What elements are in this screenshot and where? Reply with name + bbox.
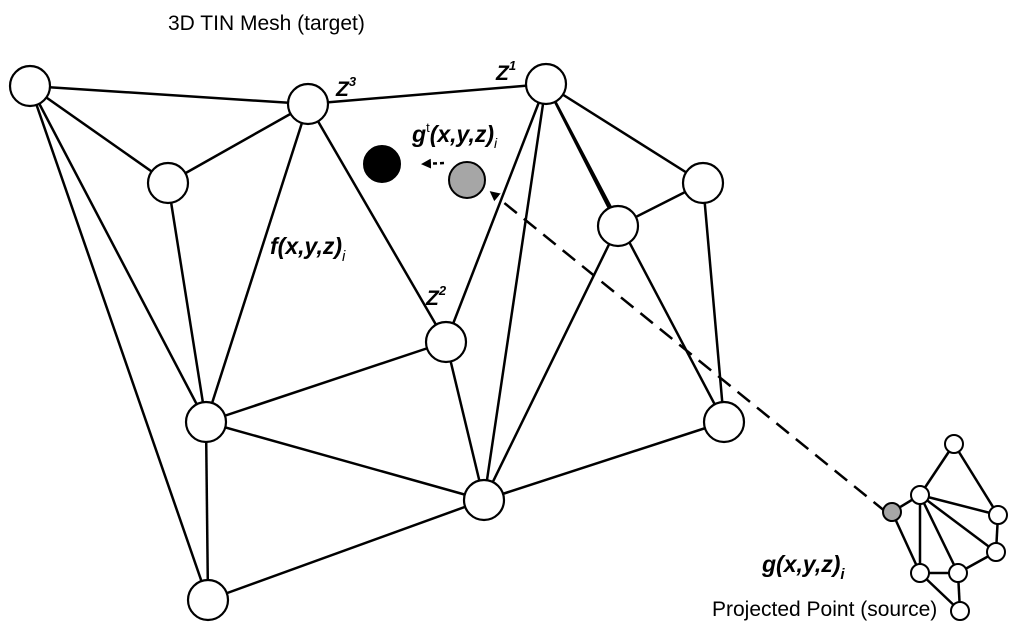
mesh-edge: [482, 225, 620, 501]
source-mesh-node: [950, 601, 970, 621]
projected-point: [448, 161, 486, 199]
mesh-edge: [205, 420, 485, 502]
mesh-edge: [307, 82, 547, 106]
source-mesh-edge: [918, 443, 956, 496]
mesh-nodes: [8, 62, 746, 622]
mesh-node: [596, 204, 640, 248]
mesh-edge: [28, 85, 210, 601]
source-mesh-node: [944, 434, 964, 454]
diagram-title: 3D TIN Mesh (target): [168, 12, 365, 35]
mesh-node: [681, 161, 725, 205]
source-mesh-edge: [890, 511, 922, 574]
source-mesh-edge: [919, 493, 999, 517]
source-mesh: [882, 434, 1008, 621]
z1-label: Z1: [495, 58, 516, 85]
mesh-edge: [29, 84, 169, 185]
mesh-node: [184, 400, 228, 444]
mesh-edge: [29, 84, 309, 106]
source-mesh-node: [986, 542, 1006, 562]
mesh-edge: [482, 83, 548, 501]
mesh-edge: [204, 103, 310, 423]
mesh-edge: [483, 420, 725, 502]
snap-arrow: [421, 158, 445, 169]
source-mesh-node: [988, 505, 1008, 525]
g-label: g(x,y,z)i: [761, 551, 845, 583]
gt-label: gt(x,y,z)i: [411, 120, 498, 151]
mesh-edges: [28, 82, 726, 602]
mesh-edge: [28, 85, 208, 423]
source-mesh-node: [910, 563, 930, 583]
mesh-node-z2: [424, 320, 468, 364]
mesh-edge: [204, 421, 210, 601]
mesh-edge: [205, 340, 447, 424]
z3-label: Z3: [335, 74, 357, 101]
source-mesh-edge: [918, 494, 960, 574]
z2-label: Z2: [425, 283, 447, 310]
mesh-edge: [167, 102, 309, 185]
mesh-node: [146, 161, 190, 205]
mesh-edge: [207, 498, 485, 602]
target-point: [363, 145, 401, 183]
mesh-node-z3: [286, 82, 330, 126]
mesh-edge: [701, 182, 726, 423]
mesh-node: [462, 478, 506, 522]
mesh-node: [702, 400, 746, 444]
source-mesh-node: [910, 485, 930, 505]
mesh-node-z1: [524, 62, 568, 106]
source-mesh-edge: [952, 443, 1000, 516]
projection-dashed-line: [489, 191, 887, 513]
mesh-edge: [166, 182, 208, 423]
mesh-node: [186, 578, 230, 622]
source-mesh-edges: [890, 443, 1000, 612]
source-mesh-edge: [919, 494, 997, 553]
mesh-edge: [444, 83, 548, 343]
mesh-edge: [544, 83, 726, 423]
source-point: [882, 502, 902, 522]
source-mesh-node: [948, 563, 968, 583]
mesh-edge: [545, 82, 704, 185]
source-caption: Projected Point (source): [712, 598, 937, 621]
mesh-edge: [306, 103, 448, 343]
f-label: f(x,y,z)i: [270, 233, 346, 265]
mesh-edge: [444, 341, 486, 501]
mesh-node: [8, 64, 52, 108]
